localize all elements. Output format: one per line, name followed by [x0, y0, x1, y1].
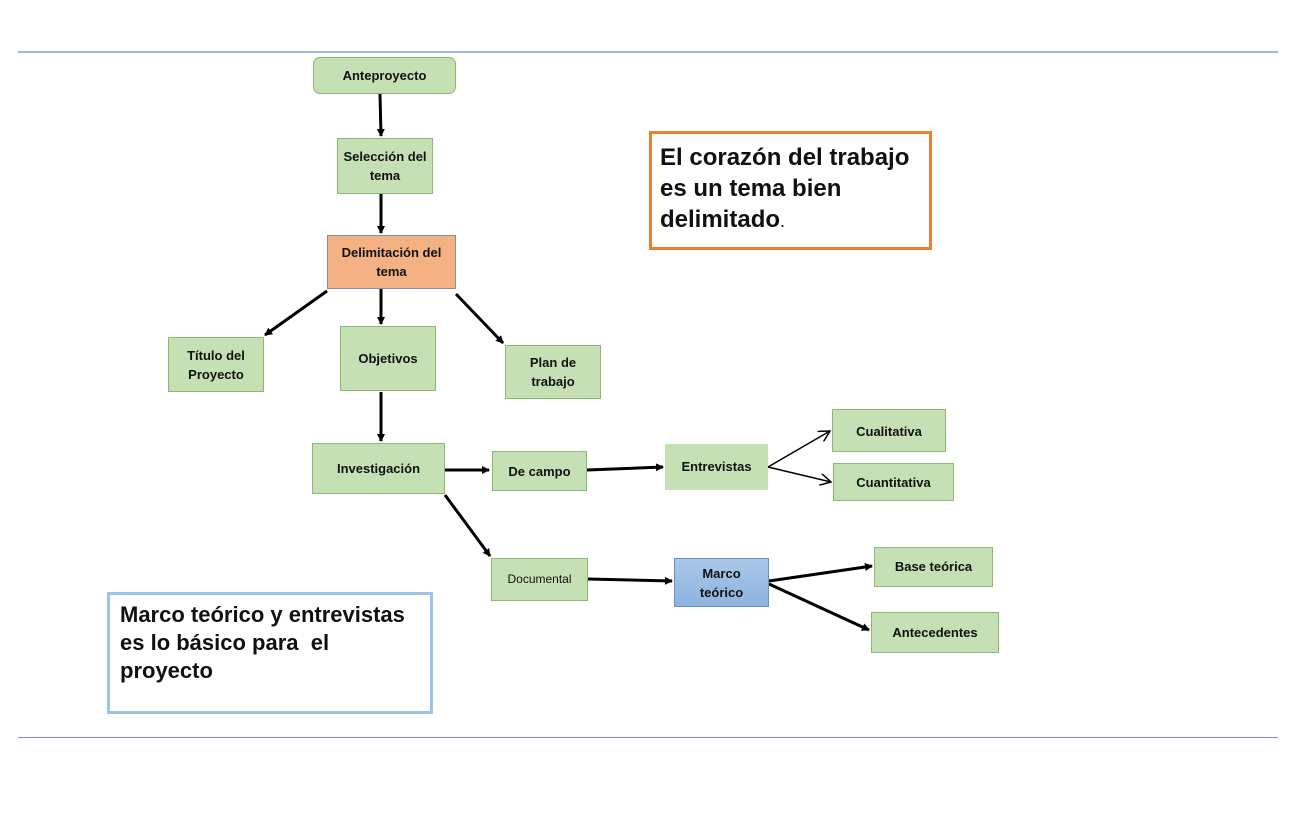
- arrow-documental-marco: [587, 576, 673, 585]
- node-anteproyecto: Anteproyecto: [313, 57, 456, 94]
- node-entrevistas: Entrevistas: [665, 444, 768, 490]
- node-cualitativa: Cualitativa: [832, 409, 946, 452]
- node-label: Antecedentes: [892, 625, 978, 640]
- node-label: Cualitativa: [856, 424, 922, 439]
- arrow-delimitacion-plan: [454, 292, 505, 345]
- node-antecedentes: Antecedentes: [871, 612, 999, 653]
- arrow-investigacion-documental: [443, 494, 492, 557]
- arrow-anteproyecto-seleccion: [376, 93, 385, 137]
- node-label: Objetivos: [358, 351, 418, 366]
- arrow-decampo-entrevistas: [586, 463, 664, 472]
- node-plan-de-trabajo: Plan de trabajo: [505, 345, 601, 399]
- node-de-campo: De campo: [492, 451, 587, 491]
- callout-basics: Marco teórico y entrevistas es lo básico…: [107, 592, 433, 714]
- arrow-delimitacion-titulo: [264, 289, 328, 337]
- node-documental: Documental: [491, 558, 588, 601]
- node-label: Documental: [507, 572, 572, 586]
- node-label: De campo: [508, 463, 571, 479]
- callout-period: .: [780, 211, 786, 231]
- node-base-teorica: Base teórica: [874, 547, 993, 587]
- arrow-marco-base: [768, 563, 873, 583]
- node-label: Investigación: [336, 461, 421, 476]
- bottom-rule: [18, 737, 1278, 738]
- arrow-entrevistas-cuantitativa: [767, 466, 831, 482]
- node-cuantitativa: Cuantitativa: [833, 463, 954, 501]
- node-label: Marco teórico: [699, 565, 744, 600]
- node-marco-teorico: Marco teórico: [674, 558, 769, 607]
- node-label: Cuantitativa: [856, 474, 931, 490]
- node-objetivos: Objetivos: [340, 326, 436, 391]
- arrow-entrevistas-cualitativa: [767, 431, 830, 468]
- node-titulo-del-proyecto: Título del Proyecto: [168, 337, 264, 392]
- node-delimitacion-del-tema: Delimitación del tema: [327, 235, 456, 289]
- node-label: Base teórica: [894, 559, 973, 574]
- callout-heart-of-work: El corazón del trabajo es un tema bien d…: [649, 131, 932, 250]
- callout-text: El corazón del trabajo es un tema bien d…: [660, 144, 910, 233]
- node-label: Delimitación del tema: [341, 245, 442, 279]
- node-label: Plan de trabajo: [529, 355, 577, 389]
- node-seleccion-del-tema: Selección del tema: [337, 138, 433, 194]
- callout-text: Marco teórico y entrevistas es lo básico…: [120, 602, 412, 683]
- arrow-marco-antecedentes: [768, 582, 870, 632]
- node-label: Título del Proyecto: [187, 347, 245, 382]
- node-label: Entrevistas: [681, 459, 752, 474]
- top-rule: [18, 51, 1278, 53]
- node-investigacion: Investigación: [312, 443, 445, 494]
- node-label: Selección del tema: [343, 149, 427, 183]
- node-label: Anteproyecto: [342, 68, 427, 83]
